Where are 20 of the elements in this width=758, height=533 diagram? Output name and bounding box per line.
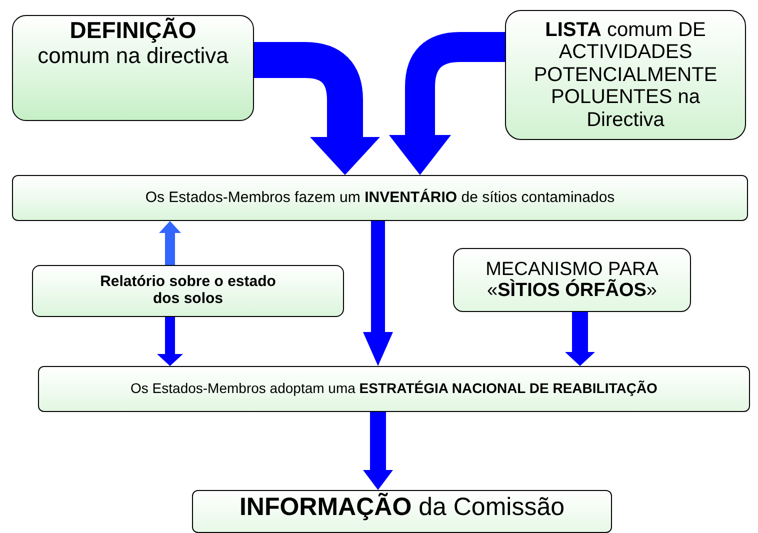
box-text: Os Estados-Membros adoptam uma ESTRATÉGIA NACIONAL DE REABILITAÇÃO (130, 381, 658, 397)
box-text: LISTA comum DE ACTIVIDADES POTENCIALMENTE POLUENTES na Directiva (532, 19, 718, 131)
block-arrow (363, 412, 393, 490)
process-box (505, 10, 746, 140)
process-box (38, 366, 750, 412)
process-box (453, 248, 691, 312)
box-text: MECANISMO PARA «SÌTIOS ÓRFÃOS» (484, 258, 660, 302)
box-text: Os Estados-Membros fazem um INVENTÁRIO de sítios contaminados (145, 190, 615, 206)
box-text: comum na directiva (38, 44, 228, 68)
block-arrow (159, 221, 181, 265)
process-box (192, 490, 612, 533)
block-arrow (565, 312, 595, 366)
block-arrow (157, 317, 183, 366)
box-text: Relatório sobre o estado dos solos (99, 274, 277, 308)
box-text: INFORMAÇÃO da Comissão (239, 493, 565, 521)
block-arrow (363, 221, 393, 366)
process-box (12, 175, 748, 221)
process-box (32, 265, 344, 317)
process-box (12, 15, 254, 121)
box-text: DEFINIÇÃO (70, 18, 196, 44)
